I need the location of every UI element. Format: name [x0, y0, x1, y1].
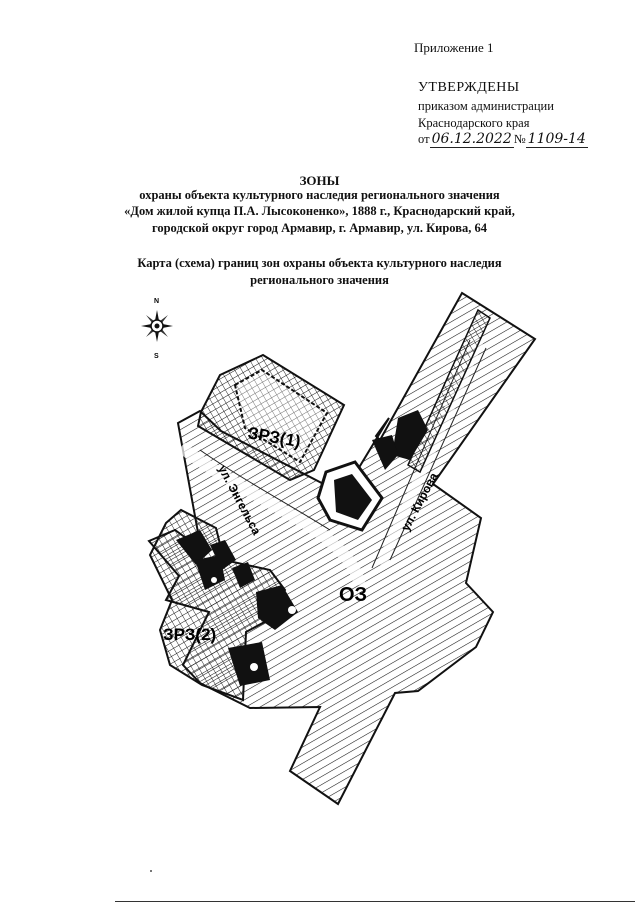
approved-label: УТВЕРЖДЕНЫ [418, 80, 520, 95]
zone-oz-label: ОЗ [339, 584, 367, 606]
doc-subtitle-line3: городской округ город Армавир, г. Армави… [151, 221, 487, 235]
heritage-building-core [334, 474, 372, 520]
building-zrz2-2 [195, 555, 225, 590]
building-marker [211, 577, 217, 583]
zone-zrz2-area: ЗРЗ(2) [148, 508, 287, 702]
scan-speck [150, 870, 152, 872]
buildings [176, 410, 428, 686]
order-number: 1109-14 [525, 131, 588, 148]
map-caption-line2: регионального значения [250, 273, 389, 287]
building-zrz2-3 [210, 540, 236, 570]
doc-title: ЗОНЫ [299, 173, 340, 188]
doc-subtitle-line2: «Дом жилой купца П.А. Лысоконенко», 1888… [124, 204, 515, 218]
order-from-label: от [418, 132, 430, 146]
building-zrz2-5 [256, 585, 298, 630]
order-date: 06.12.2022 [429, 131, 514, 148]
building-zrz2-1 [176, 530, 212, 565]
order-issuer-line1: приказом администрации [418, 99, 554, 113]
compass-north-label: N [154, 298, 159, 305]
map-caption-line1: Карта (схема) границ зон охраны объекта … [137, 256, 502, 270]
building-zrz2-6 [228, 642, 270, 686]
building-marker [250, 663, 258, 671]
compass-rose-icon: N S [141, 298, 173, 360]
appendix-label: Приложение 1 [414, 40, 494, 55]
zone-zrz1-area: ЗРЗ(1) [196, 353, 346, 482]
zone-zrz2-label: ЗРЗ(2) [163, 625, 216, 644]
compass-south-label: S [154, 353, 159, 360]
order-issuer-line2: Краснодарского края [418, 116, 530, 130]
building-marker [288, 606, 296, 614]
building-zrz2-4 [232, 562, 255, 588]
building-kirova-2 [372, 435, 398, 470]
kirova-corridor [407, 308, 491, 474]
order-number-label: № [513, 132, 526, 146]
page-bottom-line [115, 901, 635, 902]
building-kirova-1 [392, 410, 428, 460]
doc-subtitle-line1: охраны объекта культурного наследия реги… [139, 188, 500, 202]
